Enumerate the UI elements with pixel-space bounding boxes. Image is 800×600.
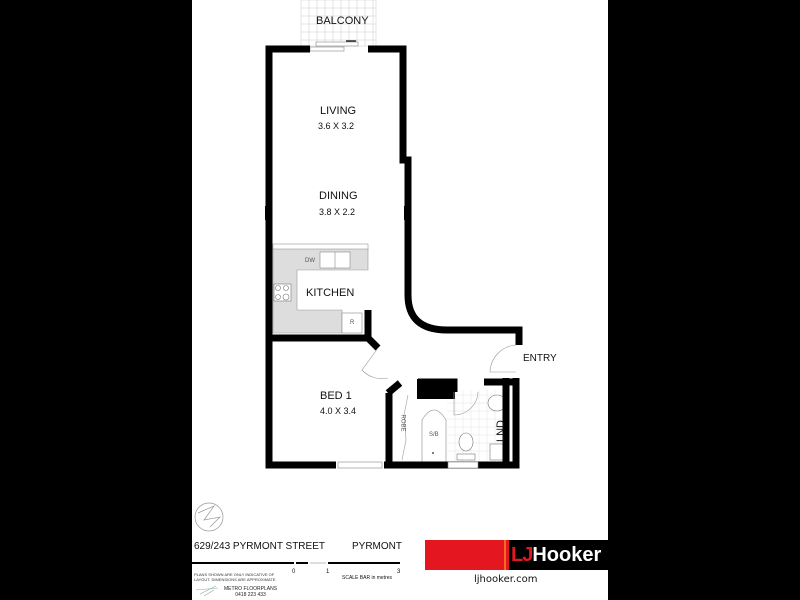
bath-label: S/B (429, 432, 439, 438)
cooktop-icon (273, 283, 292, 302)
bed1-dimensions: 4.0 X 3.4 (320, 406, 357, 416)
scale-tick-0: 0 (292, 569, 296, 575)
dining-dimensions: 3.8 X 2.2 (319, 207, 356, 217)
property-suburb: PYRMONT (352, 541, 402, 552)
bathroom-tiles (447, 390, 502, 462)
living-label: LIVING (320, 105, 357, 117)
toilet-icon (458, 432, 474, 452)
walls (265, 45, 523, 469)
disclaimer-text: PLANS SHOWN ARE ONLY INDICATIVE OF LAYOU… (194, 572, 277, 582)
bed1-label: BED 1 (320, 390, 352, 402)
living-dimensions: 3.6 X 3.2 (318, 121, 355, 131)
fridge-icon (341, 312, 363, 334)
scale-bar (192, 562, 400, 564)
floor-plan-drawing (192, 0, 523, 597)
dishwasher-label: DW (305, 258, 315, 264)
balcony-grid (300, 0, 377, 47)
scale-tick-1: 1 (326, 569, 330, 575)
logo-lj: LJ (511, 543, 533, 566)
bathtub-icon (421, 409, 447, 463)
logo-red-block (425, 540, 509, 570)
lj-hooker-logo: LJ Hooker (425, 540, 608, 570)
kitchen-counters (272, 243, 369, 334)
logo-hooker: Hooker (532, 543, 602, 566)
entry-label: ENTRY (523, 353, 557, 364)
balcony-label: BALCONY (316, 15, 369, 27)
laundry-label: LND (495, 419, 508, 443)
brand-url: ljhooker.com (474, 574, 538, 585)
north-arrow-icon (194, 502, 224, 532)
kitchen-label: KITCHEN (306, 287, 355, 299)
logo-black-block: LJ Hooker (509, 540, 608, 570)
property-address: 629/243 PYRMONT STREET (194, 541, 325, 552)
fridge-label: R (350, 320, 355, 326)
robe-label: ROBE (399, 414, 406, 432)
drafter-phone: 0418 223 433 (235, 592, 266, 598)
scale-tick-3: 3 (397, 569, 401, 575)
drafter-credit: METRO FLOORPLANS 0418 223 433 (224, 586, 277, 598)
dining-label: DINING (319, 190, 358, 202)
drafter-name: METRO FLOORPLANS (224, 586, 278, 592)
metro-floorplans-logo-icon (195, 585, 219, 597)
scale-bar-title: SCALE BAR in metres (342, 575, 393, 581)
floor-plan-page: BALCONY LIVING 3.6 X 3.2 DINING 3.8 X 2.… (192, 0, 608, 600)
